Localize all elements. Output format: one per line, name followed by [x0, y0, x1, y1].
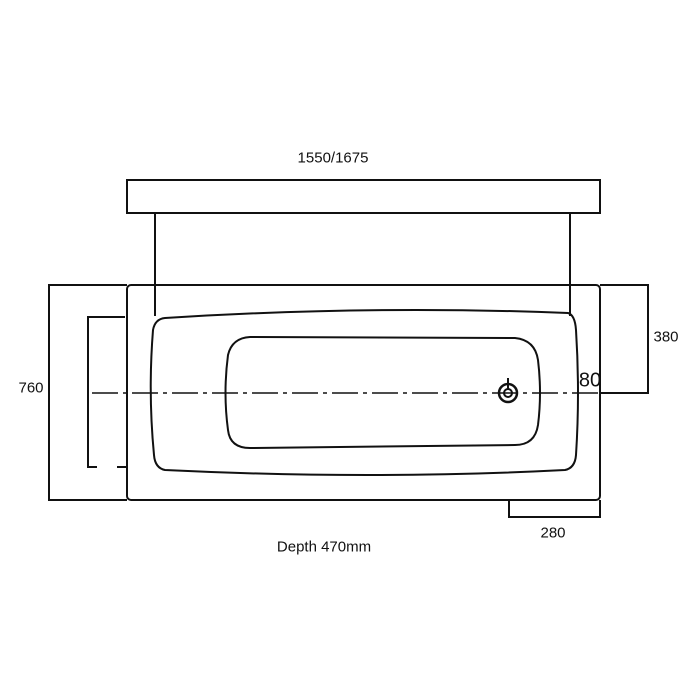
- tap-panel-label: 280: [540, 524, 566, 542]
- drain-icon: [497, 378, 519, 404]
- length-dimension-frame: [126, 179, 601, 316]
- length-label: 1550/1675: [297, 149, 369, 167]
- tap-panel-bracket: [508, 500, 601, 518]
- inner-width-bracket: [87, 316, 127, 468]
- tub-basin-outer: [149, 308, 579, 476]
- width-label: 760: [18, 379, 44, 397]
- drain-offset-bracket: [600, 284, 649, 394]
- depth-label: Depth 470mm: [276, 538, 372, 556]
- tub-basin-inner: [224, 335, 541, 450]
- drain-offset-label: 380: [653, 328, 679, 346]
- drain-end-label: 80: [578, 369, 602, 392]
- width-dimension-bracket: [48, 284, 127, 501]
